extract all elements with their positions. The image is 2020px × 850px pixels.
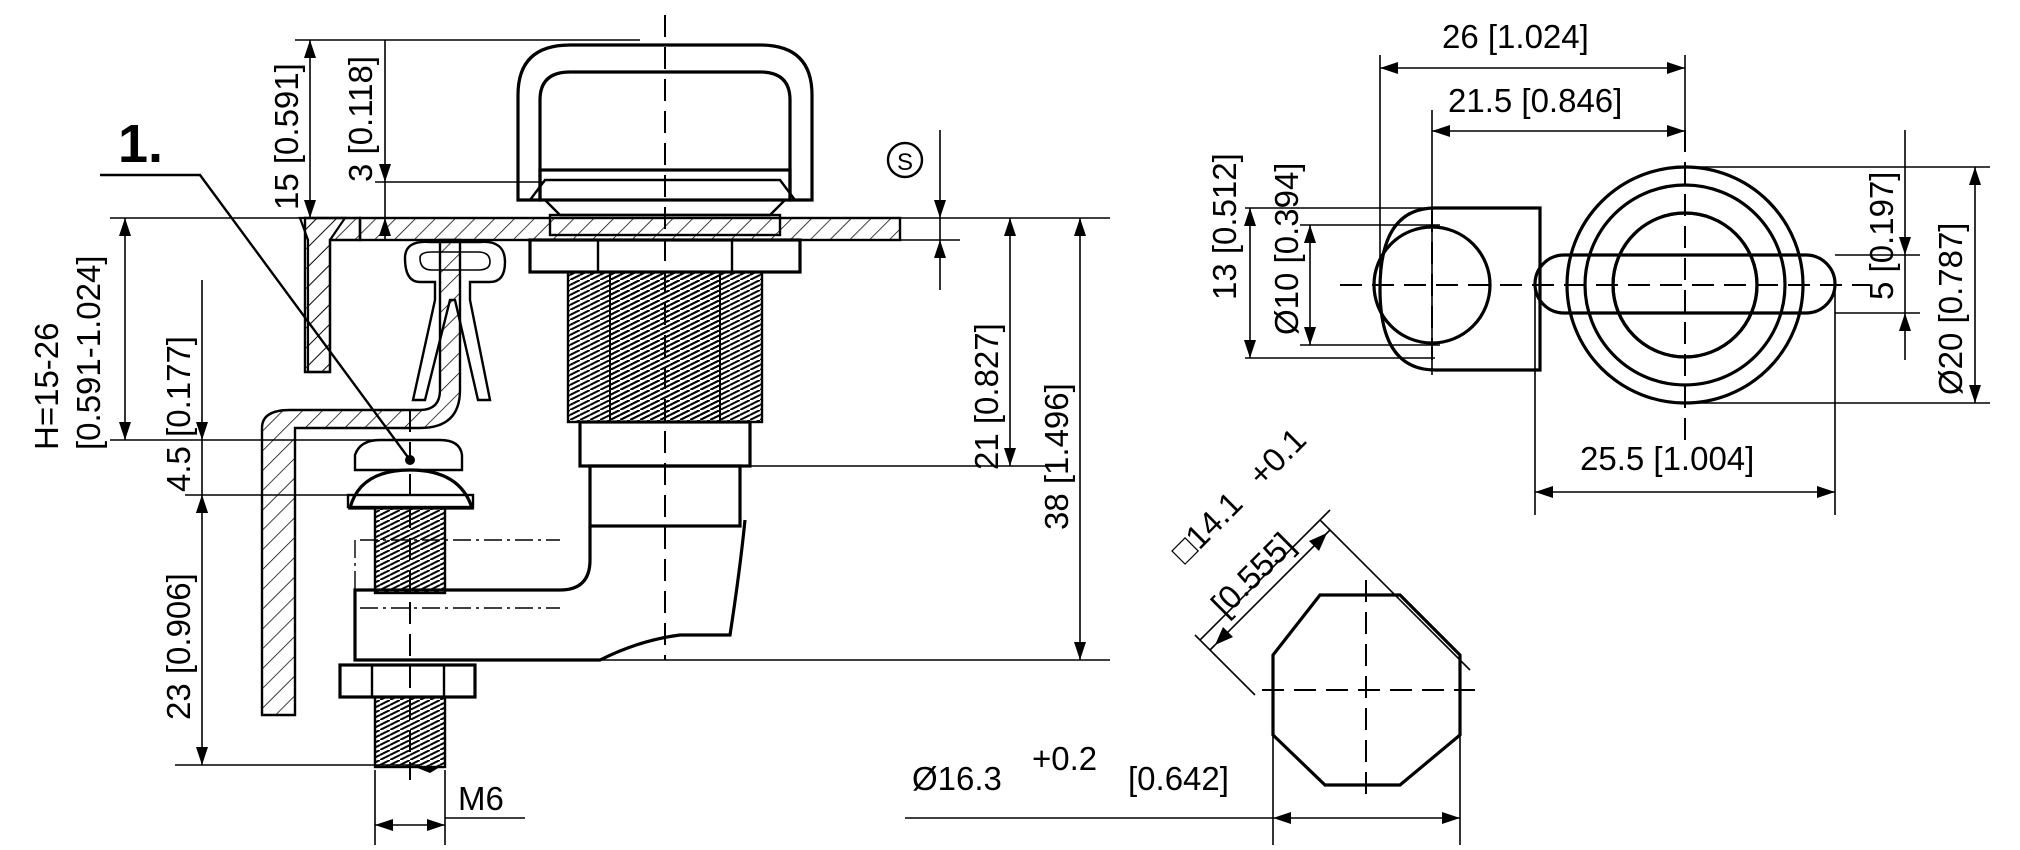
dim-15-label: 15 [0.591] <box>268 63 305 210</box>
dim-25-5-label: 25.5 [1.004] <box>1580 440 1754 477</box>
callout-number: 1. <box>118 114 163 174</box>
dim-d16-main: Ø16.3 <box>912 760 1002 797</box>
z-bracket <box>260 238 462 717</box>
dim-21-label: 21 [0.827] <box>968 323 1005 470</box>
cutout-view: □14.1 +0.1 [0.555] Ø16.3 +0.2 [0.642] <box>905 421 1475 845</box>
dim-s-label: S <box>897 149 913 176</box>
dim-26-label: 26 [1.024] <box>1442 18 1589 55</box>
side-view: 1. 15 [0.591] 3 [0.118] S H=15-26 [0.591… <box>28 15 1110 845</box>
dim-13-label: 13 [0.512] <box>1206 153 1243 300</box>
dim-d16-inch: [0.642] <box>1128 760 1229 797</box>
catch-bolt-head <box>353 438 464 472</box>
dim-d10-label: Ø10 [0.394] <box>1268 163 1305 335</box>
s-symbol <box>886 141 924 179</box>
dim-h-line1: H=15-26 <box>28 322 65 450</box>
dim-23-label: 23 [0.906] <box>160 573 197 720</box>
catch-nut <box>338 663 477 699</box>
dim-square-label: □14.1 <box>1164 484 1250 570</box>
dim-h-line2: [0.591-1.024] <box>70 256 107 451</box>
handle-ring <box>516 43 814 202</box>
dim-5-label: 5 [0.197] <box>1863 172 1900 300</box>
dim-d16-tol: +0.2 <box>1032 740 1097 777</box>
dim-m6-label: M6 <box>458 780 504 817</box>
dim-4-5-label: 4.5 [0.177] <box>160 336 197 492</box>
dim-square-tol: +0.1 <box>1241 421 1313 493</box>
dim-3-label: 3 [0.118] <box>342 56 379 182</box>
dim-21-5-label: 21.5 [0.846] <box>1448 82 1622 119</box>
spring-clip <box>403 240 507 402</box>
cam-plate <box>1378 206 1542 372</box>
cutout-shape <box>1271 593 1462 787</box>
cam-arm <box>353 519 747 662</box>
dim-38-label: 38 [1.496] <box>1038 383 1075 530</box>
panel <box>358 216 902 242</box>
dim-d20-label: Ø20 [0.787] <box>1932 223 1969 395</box>
top-view: 26 [1.024] 21.5 [0.846] 13 [0.512] Ø10 [… <box>1206 18 1990 515</box>
